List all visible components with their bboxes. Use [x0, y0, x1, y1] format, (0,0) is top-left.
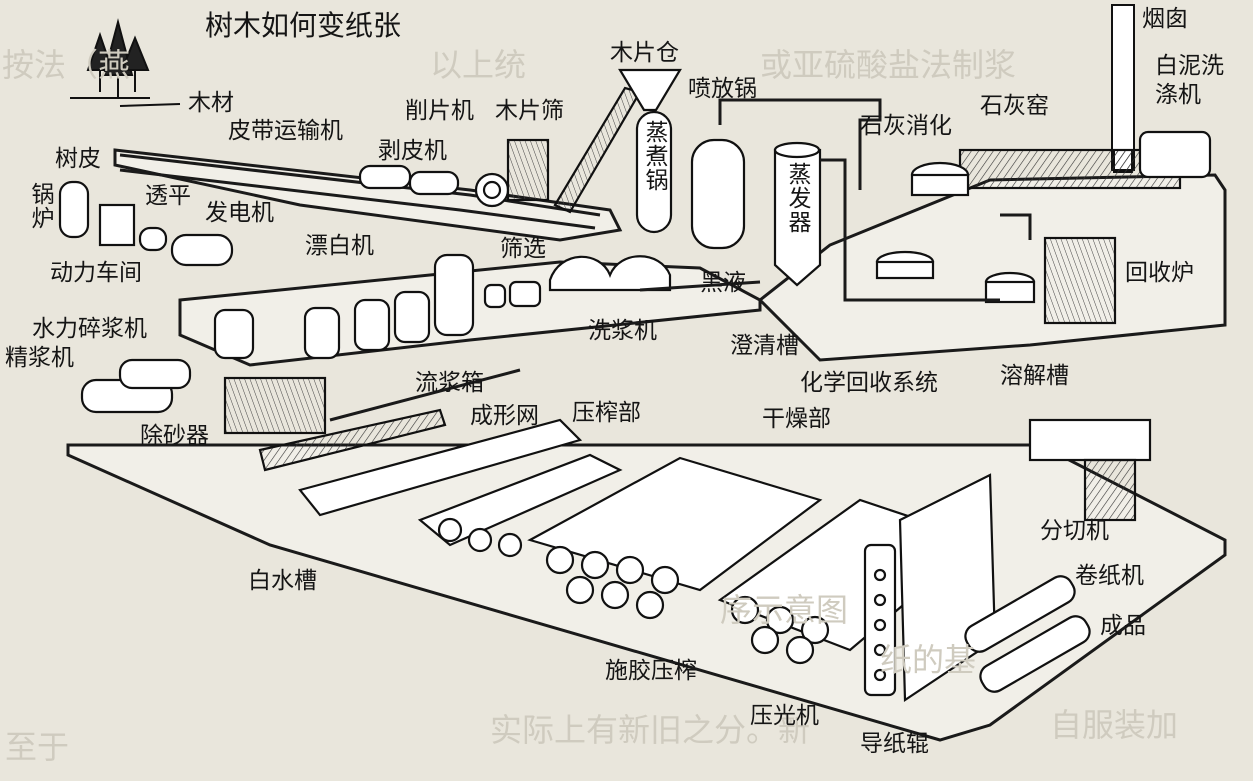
label-chipper: 削片机: [405, 98, 474, 124]
bleacher-icon: [213, 253, 475, 360]
background-text: 按法（燕: [2, 46, 131, 84]
background-text: 自服装加: [1050, 706, 1179, 744]
reel-icon: [964, 575, 1091, 693]
tree-icon: [70, 18, 181, 107]
label-lime-slaker: 石灰消化: [860, 113, 952, 139]
turbine-icon: [98, 203, 136, 247]
dissolving-tank-icon: [984, 271, 1036, 304]
screen-icon: [483, 280, 542, 309]
label-headbox: 流浆箱: [415, 370, 484, 396]
background-text: 纸的基: [880, 641, 977, 679]
chimney-icon: [1111, 4, 1135, 173]
label-digester: 蒸煮锅: [641, 120, 667, 192]
label-blow-tank: 喷放锅: [688, 76, 757, 102]
pulp-washer-icon: [548, 255, 672, 292]
background-text: 序示意图: [720, 591, 849, 629]
label-chimney: 烟囱: [1142, 6, 1188, 32]
background-text: 实际上有新旧之分。新: [490, 711, 811, 749]
label-recovery-furnace: 回收炉: [1125, 260, 1194, 286]
press-rolls-icon: [417, 453, 623, 558]
slitter-icon: [1028, 418, 1152, 522]
label-debarker: 剥皮机: [378, 138, 447, 164]
lime-kiln-icon: [958, 130, 1212, 190]
label-guide-roll: 导纸辊: [860, 731, 929, 757]
label-dissolving-tank: 溶解槽: [1000, 363, 1069, 389]
label-chem-recovery: 化学回收系统: [800, 370, 938, 396]
label-refiner: 精浆机: [5, 345, 74, 371]
label-slitter: 分切机: [1040, 518, 1109, 544]
evaporator-icon: [773, 141, 822, 287]
label-dryer-section: 干燥部: [762, 406, 831, 432]
guide-roll-icon: [863, 543, 897, 697]
generator-icon: [138, 226, 234, 267]
lime-slaker-icon: [910, 161, 970, 197]
chip-conveyor-icon: [553, 86, 642, 214]
chipper-icon: [474, 138, 550, 208]
label-bark: 树皮: [55, 146, 101, 172]
label-mud-washer: 白泥洗涤机: [1155, 53, 1224, 108]
label-wood: 木材: [188, 90, 234, 116]
debarker-icon: [358, 164, 460, 196]
refiner-icon: [80, 358, 192, 414]
diagram-title: 树木如何变纸张: [205, 9, 402, 42]
label-size-press: 施胶压榨: [605, 658, 697, 684]
label-power-plant: 动力车间: [50, 260, 142, 286]
background-text: 至于: [5, 728, 70, 766]
background-text: 以上统: [430, 46, 527, 84]
label-chip-bin: 木片仓: [610, 40, 679, 66]
label-desander: 除砂器: [140, 423, 209, 449]
label-black-liquor: 黑液: [700, 270, 746, 296]
label-chip-screen: 木片筛: [495, 98, 564, 124]
chip-bin-icon: [618, 68, 682, 112]
label-turbine: 透平: [145, 183, 191, 209]
label-evaporator: 蒸发器: [784, 162, 810, 234]
label-product: 成品: [1100, 613, 1146, 639]
desander-icon: [223, 376, 327, 435]
blow-tank-icon: [690, 138, 746, 250]
label-generator: 发电机: [205, 200, 274, 226]
label-bleacher: 漂白机: [305, 233, 374, 259]
label-clarifier: 澄清槽: [730, 333, 799, 359]
label-boiler: 锅炉: [27, 182, 53, 230]
label-reel: 卷纸机: [1075, 563, 1144, 589]
label-screening: 筛选: [500, 236, 546, 262]
label-hydrapulper: 水力碎浆机: [32, 316, 147, 342]
label-pulp-washer: 洗浆机: [588, 318, 657, 344]
label-forming-wire: 成形网: [470, 403, 539, 429]
boiler-icon: [58, 180, 90, 239]
digester-icon: [635, 110, 673, 234]
forming-wire-icon: [258, 408, 583, 517]
clarifier-icon: [875, 250, 935, 280]
label-lime-kiln: 石灰窑: [980, 93, 1049, 119]
recovery-furnace-icon: [1043, 236, 1117, 325]
label-belt-conveyor: 皮带运输机: [228, 118, 343, 144]
label-white-water: 白水槽: [248, 568, 317, 594]
label-calender: 压光机: [750, 703, 819, 729]
label-press-section: 压榨部: [572, 400, 641, 426]
background-text: 或亚硫酸盐法制浆: [760, 46, 1017, 84]
